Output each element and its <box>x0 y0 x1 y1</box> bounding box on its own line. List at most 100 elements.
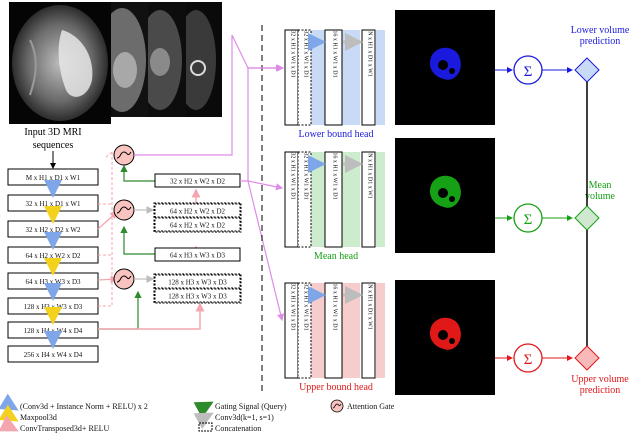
attention-gate-3 <box>113 268 135 290</box>
head-block-label: N x H1 x D1 x W1 <box>367 153 373 199</box>
head-block-label: 16 x H1 x W1 x D1 <box>332 30 338 77</box>
gating-paths <box>98 164 155 330</box>
legend-concat: Concatenation <box>198 422 261 433</box>
decoder-concat2-a-label: 64 x H2 x W2 x D2 <box>170 208 226 216</box>
segmentation-mean <box>395 138 495 253</box>
prediction-lower-line2: prediction <box>580 36 621 47</box>
head-upper-block-4: N x H1 x D1 x W1 <box>361 282 376 379</box>
head-lower: 32 x H1 x W1 x D1 32 x H1 x W1 x D1 16 x H… <box>284 10 630 140</box>
encoder-block-label: 64 x H2 x W2 x D2 <box>25 252 81 260</box>
head-block-label: 32 x H1 x W1 x D1 <box>303 152 309 199</box>
head-lower-block-2: 32 x H1 x W1 x D1 <box>297 29 312 126</box>
legend-concat-label: Concatenation <box>215 424 261 433</box>
head-block-label: 16 x H1 x W1 x D1 <box>332 283 338 330</box>
legend-conv: (Conv3d + Instance Norm + RELU) x 2 <box>0 393 148 411</box>
concat-group-2 <box>153 202 242 233</box>
gate-outputs <box>134 206 155 283</box>
input-caption-line2: sequences <box>33 140 74 151</box>
head-mean-block-2: 32 x H1 x W1 x D1 <box>297 151 312 248</box>
legend-gating: Gating Signal (Query) <box>193 401 287 419</box>
encoder-block-label: M x H1 x D1 x W1 <box>26 174 81 182</box>
encoder-block-2: 32 x H1 x D1 x W1 <box>7 194 99 212</box>
encoder-block-label: 64 x H3 x W3 x D3 <box>25 278 81 286</box>
decoder-concat2-b: 64 x H2 x W2 x D2 <box>154 217 241 232</box>
prediction-upper-line2: prediction <box>580 385 621 396</box>
head-block-label: 32 x H1 x W1 x D1 <box>290 30 296 77</box>
head-lower-block-4: N x H1 x D1 x W1 <box>361 29 376 126</box>
sum-symbol: Σ <box>524 64 533 80</box>
gate1-to-heads <box>134 35 233 156</box>
input-caption: Input 3D MRI sequences <box>24 127 81 151</box>
encoder-block-8: 256 x H4 x W4 x D4 <box>7 345 99 363</box>
legend: (Conv3d + Instance Norm + RELU) x 2 Maxp… <box>0 393 395 433</box>
decoder-concat3-a: 128 x H3 x W3 x D3 <box>154 274 241 289</box>
decoder-level2-label: 64 x H3 x W3 x D3 <box>170 252 226 260</box>
head-mean-block-1: 32 x H1 x W1 x D1 <box>284 151 299 248</box>
encoder-block-5: 64 x H3 x W3 x D3 <box>7 272 99 290</box>
head-upper: 32 x H1 x W1 x D1 32 x H1 x W1 x D1 16 x H… <box>284 280 629 396</box>
head-block-label: 32 x H1 x W1 x D1 <box>303 283 309 330</box>
head-mean-block-4: N x H1 x D1 x W1 <box>361 151 376 248</box>
encoder-block-1: M x H1 x D1 x W1 <box>7 168 99 186</box>
decoder-level1-label: 32 x H2 x W2 x D2 <box>170 178 226 186</box>
legend-conv1x1: Conv3d(k=1, s=1) <box>193 412 274 430</box>
prediction-lower-line1: Lower volume <box>571 25 630 36</box>
encoder-block-label: 32 x H1 x D1 x W1 <box>25 200 81 208</box>
concat-group-3 <box>153 273 242 304</box>
legend-attention-label: Attention Gate <box>347 402 395 411</box>
encoder-block-label: 32 x H2 x D2 x W2 <box>25 226 81 234</box>
sum-lower: Σ <box>513 55 543 85</box>
head-upper-block-3: 16 x H1 x W1 x D1 <box>324 282 343 379</box>
encoder-block-4: 64 x H2 x W2 x D2 <box>7 246 99 264</box>
head-upper-block-2: 32 x H1 x W1 x D1 <box>297 282 312 379</box>
heads-section: 32 x H1 x W1 x D1 32 x H1 x W1 x D1 16 x H… <box>248 10 630 396</box>
head-lower-block-1: 32 x H1 x W1 x D1 <box>284 29 299 126</box>
decoder-level1: 32 x H2 x W2 x D2 <box>154 173 241 188</box>
encoder-block-label: 128 x H4 x W4 x D4 <box>24 327 83 335</box>
encoder-block-7: 128 x H4 x W4 x D4 <box>7 321 99 339</box>
head-upper-label: Upper bound head <box>299 382 373 393</box>
sum-mean: Σ <box>513 203 543 233</box>
legend-attention: Attention Gate <box>330 399 395 413</box>
encoder-block-label: 128 x H3 x W3 x D3 <box>24 303 83 311</box>
legend-conv-label: (Conv3d + Instance Norm + RELU) x 2 <box>20 402 148 411</box>
decoder-level2: 64 x H3 x W3 x D3 <box>154 247 241 262</box>
head-mean: 32 x H1 x W1 x D1 32 x H1 x W1 x D1 16 x H… <box>284 138 616 262</box>
mri-stack <box>9 2 222 124</box>
encoder-block-label: 256 x H4 x W4 x D4 <box>24 351 83 359</box>
decoder-concat2-a: 64 x H2 x W2 x D2 <box>154 203 241 218</box>
prediction-mean-line1: Mean <box>589 180 612 191</box>
encoder-block-6: 128 x H3 x W3 x D3 <box>7 297 99 315</box>
sum-upper: Σ <box>513 343 543 373</box>
head-lower-label: Lower bound head <box>299 129 374 140</box>
head-block-label: 16 x H1 x W1 x D1 <box>332 152 338 199</box>
legend-convtrans: ConvTransposed3d+ RELU <box>0 415 110 433</box>
decoder-concat3-b-label: 128 x H3 x W3 x D3 <box>168 293 227 301</box>
head-block-label: 32 x H1 x W1 x D1 <box>290 152 296 199</box>
sum-symbol: Σ <box>524 352 533 368</box>
input-caption-line1: Input 3D MRI <box>24 127 81 138</box>
legend-maxpool: Maxpool3d <box>0 404 57 422</box>
head-block-label: 32 x H1 x W1 x D1 <box>303 30 309 77</box>
head-block-label: 32 x H1 x W1 x D1 <box>290 283 296 330</box>
head-block-label: N x H1 x D1 x W1 <box>367 31 373 77</box>
encoder-to-gates <box>97 211 119 284</box>
segmentation-lower <box>395 10 495 125</box>
prediction-mean-line2: volume <box>585 191 616 202</box>
decoder-concat3-b: 128 x H3 x W3 x D3 <box>154 288 241 303</box>
segmentation-upper <box>395 280 495 395</box>
attention-gate-1 <box>113 144 135 166</box>
head-mean-block-3: 16 x H1 x W1 x D1 <box>324 151 343 248</box>
legend-maxpool-label: Maxpool3d <box>20 413 57 422</box>
legend-convtrans-label: ConvTransposed3d+ RELU <box>20 424 110 433</box>
decoder-concat3-a-label: 128 x H3 x W3 x D3 <box>168 279 227 287</box>
head-lower-block-3: 16 x H1 x W1 x D1 <box>324 29 343 126</box>
legend-conv1x1-label: Conv3d(k=1, s=1) <box>215 413 274 422</box>
encoder-skip-links <box>98 151 113 307</box>
head-mean-label: Mean head <box>314 251 358 262</box>
